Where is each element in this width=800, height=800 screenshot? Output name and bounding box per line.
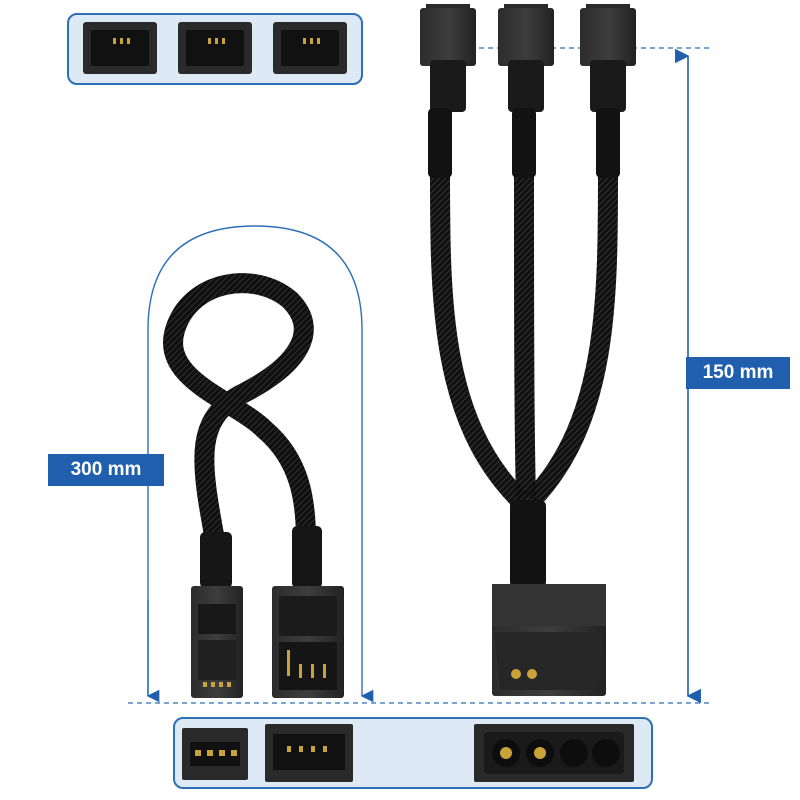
female-4pin-fan-connector <box>272 526 344 698</box>
braided-extension-cable <box>163 273 316 550</box>
left-dimension-bracket <box>146 225 374 703</box>
female-fan-connector-face <box>83 22 157 74</box>
length-label-150: 150 mm <box>702 362 774 383</box>
molex-power-connector <box>492 500 606 696</box>
length-label-300: 300 mm <box>70 459 142 480</box>
top-connector-panel <box>67 13 363 85</box>
molex-face <box>474 724 634 782</box>
length-label-150-bg <box>686 357 790 389</box>
splitter-fan-connector-3 <box>580 4 636 178</box>
female-fan-connector-face <box>178 22 252 74</box>
braided-splitter-cables <box>430 169 618 508</box>
splitter-fan-connector-2 <box>498 4 554 178</box>
male-4pin-face <box>182 728 248 780</box>
female-fan-connector-face <box>273 22 347 74</box>
male-4pin-fan-connector <box>191 532 243 698</box>
length-label-300-bg <box>48 454 164 486</box>
bottom-connector-panel <box>173 717 653 789</box>
splitter-fan-connector-1 <box>420 4 476 178</box>
female-4pin-face <box>265 724 353 782</box>
